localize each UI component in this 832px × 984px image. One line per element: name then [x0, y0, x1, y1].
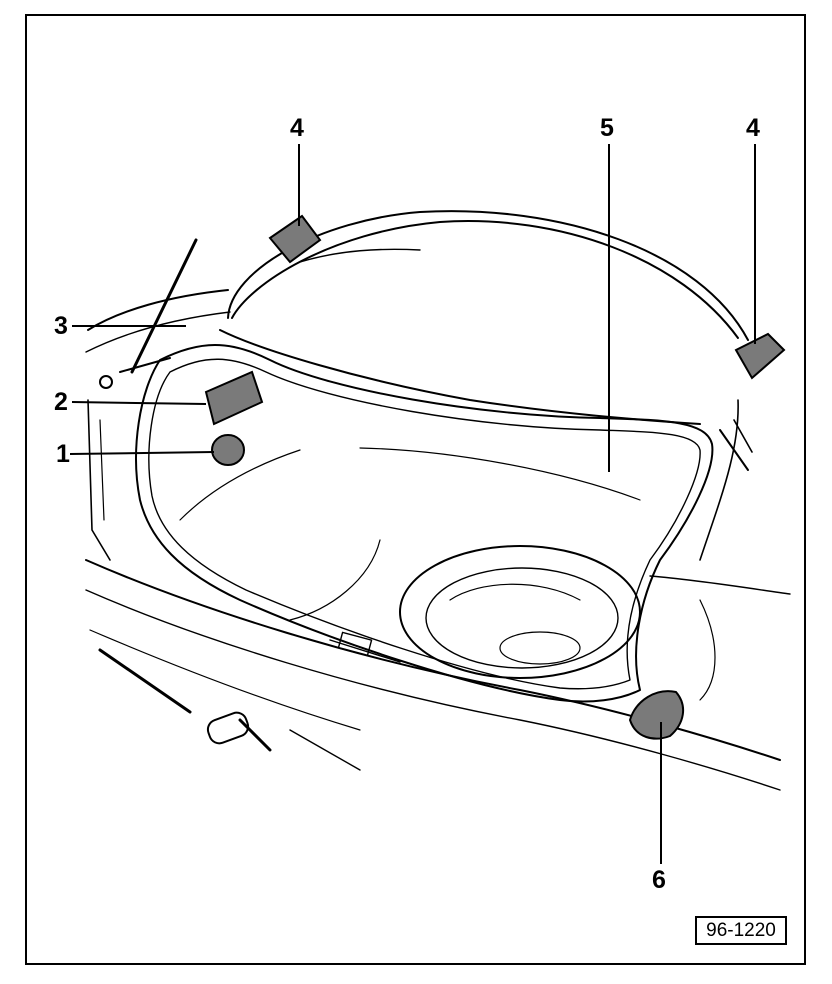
- boot-seal-inner: [148, 358, 701, 690]
- trunk-lid-inner: [231, 220, 739, 339]
- leader-1: [69, 451, 215, 455]
- corner-pad-right-shape: [734, 332, 786, 380]
- figure-reference-number: 96-1220: [695, 916, 787, 945]
- exhaust-pipe: [206, 711, 250, 745]
- rear-body-line: [85, 559, 781, 761]
- boot-seal-outer: [135, 344, 714, 703]
- gel-pad-shape: [211, 434, 245, 466]
- callout-4-left: 4: [290, 114, 304, 142]
- callout-5: 5: [600, 114, 614, 142]
- lid-panel-edge: [219, 329, 701, 425]
- bumper-pad-shape: [628, 690, 685, 740]
- block-pad-shape: [204, 370, 264, 426]
- callout-3: 3: [54, 312, 68, 340]
- callout-6: 6: [652, 866, 666, 894]
- leader-2: [71, 401, 207, 405]
- corner-pad-left-shape: [268, 214, 322, 264]
- spare-wheel-well: [399, 545, 641, 679]
- floor-contour: [179, 449, 301, 521]
- trunk-lid-outline: [227, 210, 749, 341]
- callout-4-right: 4: [746, 114, 760, 142]
- callout-1: 1: [56, 440, 70, 468]
- figure-frame: [25, 14, 806, 965]
- callout-2: 2: [54, 388, 68, 416]
